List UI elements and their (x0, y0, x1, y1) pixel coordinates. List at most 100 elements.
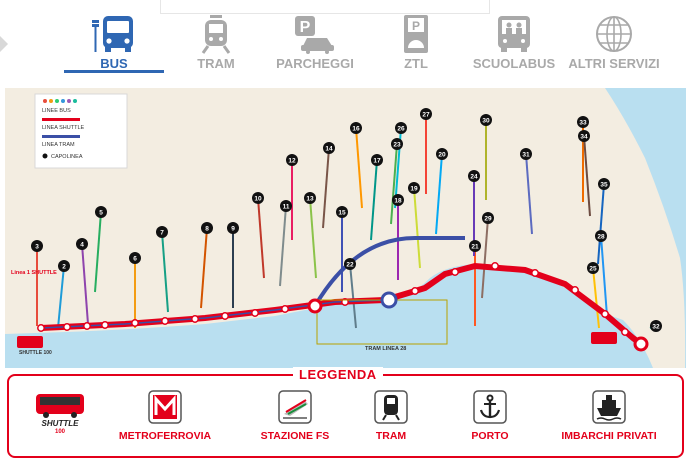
globe-icon (596, 16, 632, 52)
key-terminus-label: CAPOLINEA (51, 154, 83, 160)
line-badge-number: 34 (580, 134, 588, 141)
legend-item-shuttle: SHUTTLE 100 (31, 390, 91, 440)
ztl-icon: P (404, 15, 428, 53)
land-area (5, 88, 686, 368)
tram-icon (374, 390, 408, 424)
bus-icon (92, 16, 133, 52)
map-canvas: LINEE BUS LINEA SHUTTLE LINEA TRAM CAPOL… (5, 88, 686, 368)
line-badge-number: 23 (393, 142, 401, 149)
line-badge (436, 148, 448, 160)
line-badge (371, 154, 383, 166)
line-badge (344, 258, 356, 270)
line-badge (227, 222, 239, 234)
shuttle-stop (37, 324, 45, 332)
tab-parcheggi-label: PARCHEGGI (276, 56, 354, 71)
bus-line-path (57, 265, 65, 329)
line-badge-number: 31 (522, 152, 530, 159)
ship-icon (592, 390, 626, 424)
line-badge (392, 194, 404, 206)
line-badge-number: 5 (99, 210, 103, 217)
legend-item-porto-label: PORTO (471, 430, 509, 442)
line-badge (408, 182, 420, 194)
line-badge-number: 28 (597, 234, 605, 241)
line-badge (468, 170, 480, 182)
bus-line-path (81, 243, 89, 325)
shuttle-stop (281, 305, 289, 313)
line-badge-number: 12 (288, 158, 296, 165)
svg-text:SHUTTLE: SHUTTLE (42, 419, 80, 428)
line-badge-number: 15 (338, 210, 346, 217)
top-bar-outline (160, 0, 490, 14)
line-badge-number: 6 (133, 256, 137, 263)
tram-line-label: TRAM LINEA 28 (365, 346, 406, 352)
tab-scuolabus[interactable]: SCUOLABUS (470, 14, 558, 72)
tab-tram[interactable]: TRAM (186, 14, 246, 72)
line-badge-number: 19 (410, 186, 418, 193)
line-badge (286, 154, 298, 166)
shuttle-stop (571, 286, 579, 294)
shuttle-stop (531, 269, 539, 277)
tab-parcheggi[interactable]: P PARCHEGGI (270, 14, 360, 72)
line-badge-number: 21 (471, 244, 479, 251)
bus-line-path (592, 267, 600, 329)
key-shuttle-label: LINEA SHUTTLE (42, 125, 85, 131)
bus-line-path (355, 127, 363, 209)
bus-line-path (481, 217, 489, 299)
bus-network-map[interactable]: LINEE BUS LINEA SHUTTLE LINEA TRAM CAPOL… (5, 88, 686, 368)
line-badge-number: 2 (62, 264, 66, 271)
line-badge-number: 22 (346, 262, 354, 269)
parking-icon: P (295, 16, 334, 54)
shuttle-logo-west: SHUTTLE 100 (19, 350, 52, 356)
line-badge-number: 3 (35, 244, 39, 251)
line-badge (201, 222, 213, 234)
line-badge-number: 4 (80, 242, 84, 249)
shuttle-stop (221, 312, 229, 320)
shuttle-stop (191, 315, 199, 323)
harbour-area (385, 288, 425, 320)
line-badge (598, 178, 610, 190)
legend-item-metroferrovia-label: METROFERROVIA (118, 430, 212, 442)
bus-line-path (161, 231, 169, 313)
legend-item-tram-label: TRAM (375, 430, 407, 442)
shuttle-stop (101, 321, 109, 329)
nav-scroll-left-arrow-icon[interactable] (0, 36, 8, 52)
line-badge (323, 142, 335, 154)
svg-text:P: P (412, 19, 420, 33)
legend-item-imbarchi-privati-label: IMBARCHI PRIVATI (561, 430, 657, 442)
line-badge (252, 192, 264, 204)
line-badge-number: 16 (352, 126, 360, 133)
anchor-icon (473, 390, 507, 424)
tab-ztl[interactable]: P ZTL (386, 14, 446, 72)
bus-line-path (583, 135, 591, 217)
shuttle-stop (451, 268, 459, 276)
line-badge-number: 10 (254, 196, 262, 203)
tab-altri-servizi[interactable]: ALTRI SERVIZI (566, 14, 662, 72)
shuttle-stop (491, 262, 499, 270)
line-badge-number: 13 (306, 196, 314, 203)
legend-item-stazione-fs-label: STAZIONE FS (260, 430, 330, 442)
tab-bus-label: BUS (100, 56, 128, 71)
line-badge-number: 29 (484, 216, 492, 223)
line-badge (577, 116, 589, 128)
line-badge-number: 18 (394, 198, 402, 205)
tram-line-path (313, 236, 465, 308)
line-badge (420, 108, 432, 120)
bus-lines (36, 114, 657, 329)
legend-item-tram: TRAM (361, 390, 421, 442)
tab-scuolabus-label: SCUOLABUS (472, 56, 556, 71)
school-bus-icon (498, 16, 530, 52)
shuttle-stops (37, 262, 629, 336)
key-bus-label: LINEE BUS (42, 108, 71, 114)
shuttle-line-tag: Linea 1 SHUTTLE (11, 270, 57, 276)
svg-text:P: P (300, 19, 311, 36)
bus-line-path (257, 197, 265, 279)
line-badge (482, 212, 494, 224)
transport-nav: BUS TRAM P PARCHEGGI P ZTL (0, 0, 691, 84)
line-badge-number: 20 (438, 152, 446, 159)
line-badge-number: 9 (231, 226, 235, 233)
line-badge (76, 238, 88, 250)
terminus-central (380, 291, 398, 309)
tab-bus[interactable]: BUS (84, 14, 144, 72)
shuttle-bus-icon: SHUTTLE 100 (36, 394, 84, 434)
